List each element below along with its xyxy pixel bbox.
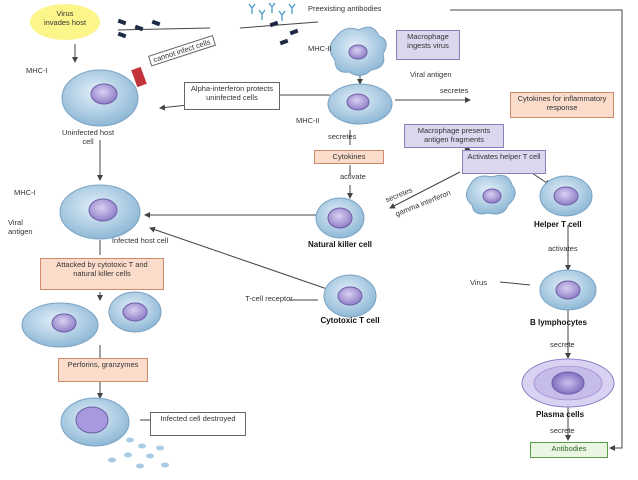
blocked-virus-icon [131, 66, 147, 88]
b-lymphocytes-label: B lymphocytes [530, 318, 587, 327]
antibody-y-shapes [248, 2, 296, 21]
cell-destroyed [60, 397, 169, 469]
cytokines-inflammatory-box: Cytokines for inflammatory response [510, 92, 614, 118]
alpha-interferon-box: Alpha-interferon protects uninfected cel… [184, 82, 280, 110]
cell-plasma [521, 358, 615, 408]
attacked-by-box: Attacked by cytotoxic T and natural kill… [40, 258, 164, 290]
cell-cytotoxic-t [323, 274, 377, 318]
secretes-label-1: secretes [440, 86, 469, 95]
activate-label: activate [340, 172, 366, 181]
antibodies-box: Antibodies [530, 442, 608, 458]
virus-label: Virus [470, 278, 487, 287]
cell-b-lymphocyte [539, 269, 597, 311]
perforins-box: Perforins, granzymes [58, 358, 148, 382]
activates-label: activates [548, 244, 578, 253]
cell-natural-killer [315, 197, 365, 239]
uninfected-host-cell-label: Uninfected host cell [61, 128, 115, 146]
secretes-label-2: secretes [328, 132, 357, 141]
cell-macrophage-presenting [327, 83, 393, 125]
viral-antigen-top-label: Viral antigen [410, 70, 452, 79]
macrophage-presents-box: Macrophage presents antigen fragments [404, 124, 504, 148]
viral-antigen-left-label: Viral antigen [8, 218, 33, 236]
infected-host-cell-label: Infected host cell [111, 236, 169, 245]
preexisting-antibodies-label: Preexisting antibodies [308, 4, 382, 13]
mhc-ii-mid-label: MHC-II [296, 116, 320, 125]
mhc-ii-top-label: MHC-II [308, 44, 332, 53]
activates-helper-box: Activates helper T cell [462, 150, 546, 174]
secrete-label-1: secrete [550, 340, 575, 349]
cell-uninfected-host [61, 69, 139, 127]
cell-macrophage-right [466, 174, 516, 215]
mhc-i-left-label: MHC-I [14, 188, 36, 197]
virus-invades-host-oval: Virus invades host [30, 4, 100, 40]
cell-helper-t [539, 175, 593, 217]
virus-invades-host-label: Virus invades host [43, 9, 87, 27]
macrophage-ingests-box: Macrophage ingests virus [396, 30, 460, 60]
t-cell-receptor-label: T-cell receptor [245, 294, 293, 303]
secrete-label-2: secrete [550, 426, 575, 435]
cytokines-box: Cytokines [314, 150, 384, 164]
cytotoxic-t-cell-label: Cytotoxic T cell [320, 316, 380, 325]
infected-cell-destroyed-box: Infected cell destroyed [150, 412, 246, 436]
plasma-cells-label: Plasma cells [536, 410, 585, 419]
natural-killer-cell-label: Natural killer cell [307, 240, 373, 249]
cell-infected-host [59, 184, 141, 240]
mhc-i-top-label: MHC-I [26, 66, 48, 75]
helper-t-cell-label: Helper T cell [534, 220, 582, 229]
cell-pair-attacked [21, 291, 162, 348]
virus-particles [117, 18, 299, 46]
cell-macrophage-top [329, 26, 387, 76]
